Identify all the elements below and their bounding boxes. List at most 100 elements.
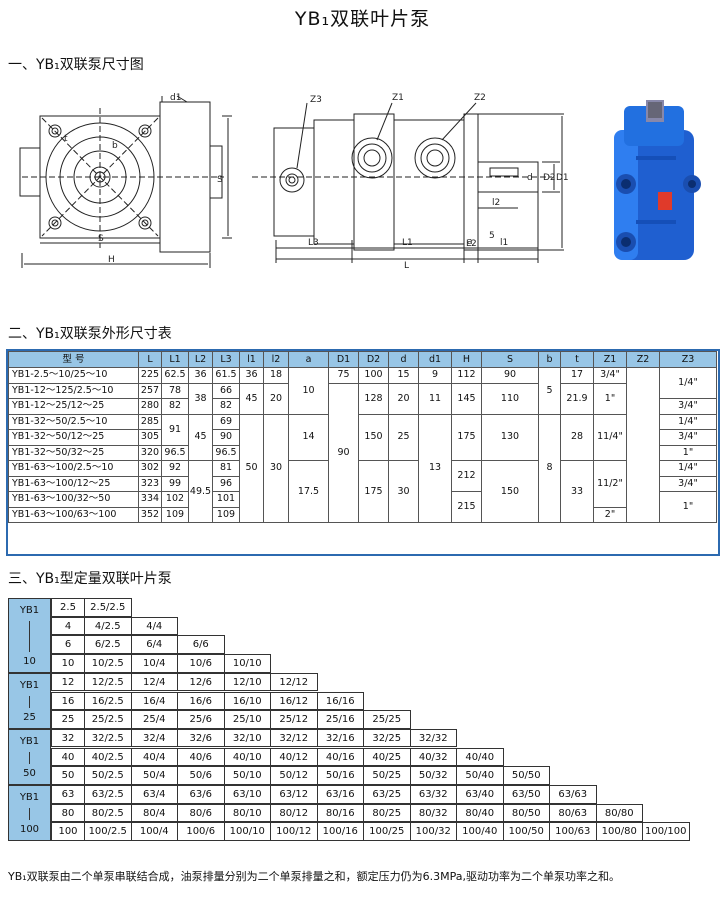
group-divider-line (29, 695, 30, 708)
combo-cell: 25/25 (363, 710, 411, 729)
cell-L1: 91 (161, 413, 189, 446)
combo-cell: 16/6 (177, 691, 225, 710)
table-row: YB1-32～50/2.5～10 285 91 45 69 50 30 14 1… (8, 413, 717, 523)
combo-cell: 16/12 (270, 691, 318, 710)
th-L: L (138, 351, 162, 368)
cell-L2: 49.5 (188, 460, 213, 523)
combo-cell: 32/4 (130, 728, 178, 748)
cell-d1: 9 (418, 367, 452, 384)
group-label: YB1 (19, 605, 40, 616)
model-cell: YB1-63～100/2.5～10 (8, 460, 139, 477)
label-H: H (108, 255, 115, 265)
cell-d: 30 (388, 460, 419, 523)
dimension-table-header: 型 号 L L1 L2 L3 l1 l2 a D1 D2 d d1 H S b … (8, 351, 717, 368)
label-l1: l1 (500, 238, 508, 248)
combo-cell: 100/2.5 (84, 822, 132, 841)
combo-cell: 80/50 (502, 803, 550, 823)
label-5: 5 (489, 231, 495, 241)
cell-Z1: 11/2" (593, 460, 627, 508)
cell-D1: 90 (328, 382, 359, 523)
th-model: 型 号 (8, 351, 139, 368)
combo-cell: 40/2.5 (84, 747, 132, 767)
combo-cell: 63/16 (316, 785, 364, 804)
th-d1: d1 (418, 351, 452, 368)
cell-a: 10 (288, 367, 329, 415)
cell-Z1: 1" (593, 382, 627, 415)
combo-cell: 50/25 (363, 766, 411, 785)
combo-cell: 12/6 (177, 672, 225, 692)
cell-d: 15 (388, 367, 419, 384)
cell-t: 28 (560, 413, 594, 461)
th-H: H (451, 351, 482, 368)
model-cell: YB1-12～25/12～25 (8, 398, 139, 415)
label-l2: l2 (492, 198, 500, 208)
combo-cell: 63/4 (130, 785, 178, 804)
label-Z3: Z3 (310, 95, 322, 105)
cell-t: 33 (560, 460, 594, 523)
dimension-drawing: d1 b t S H S Z3 Z1 Z2 D2 D1 d l2 a 5 l1 … (19, 93, 569, 271)
combo-cell: 100/100 (642, 822, 690, 841)
page-title: YB₁双联叶片泵 (294, 8, 431, 30)
combo-cell: 80/4 (130, 803, 178, 823)
section-heading-dimension-table: 二、YB₁双联泵外形尺寸表 (8, 326, 172, 342)
combo-cell: 63/63 (549, 785, 597, 804)
cell-l2: 20 (263, 382, 289, 415)
cell-Z3: 3/4" (659, 429, 717, 446)
th-Z3: Z3 (659, 351, 717, 368)
group-number: 25 (23, 711, 36, 723)
combo-cell: 16/4 (130, 691, 178, 710)
th-D2: D2 (358, 351, 389, 368)
th-D1: D1 (328, 351, 359, 368)
combo-cell: 100/80 (595, 822, 643, 841)
combo-cell: 100/32 (409, 822, 457, 841)
combo-cell: 40/40 (456, 747, 504, 767)
table-row: YB1-32～50/12～25 305 90 3/4" (8, 429, 717, 446)
cell-L: 302 (138, 460, 162, 477)
combo-first-cell: 80 (51, 803, 85, 823)
combo-cell: 4/2.5 (84, 616, 132, 636)
cell-l2: 18 (263, 367, 289, 384)
cell-L1: 99 (161, 475, 189, 492)
label-Z2: Z2 (474, 93, 486, 103)
combo-cell: 10/4 (130, 654, 178, 673)
combo-cell: 25/4 (130, 710, 178, 729)
cell-D1: 75 (328, 367, 359, 384)
table-row: YB1-63～100/63～100 352 109 109 2" (8, 506, 717, 523)
th-b: b (538, 351, 561, 368)
combo-cell: 6/4 (130, 635, 178, 654)
cell-L3: 81 (212, 460, 240, 477)
combo-cell: 100/12 (270, 822, 318, 841)
combo-cell: 63/6 (177, 785, 225, 804)
cell-L1: 96.5 (161, 444, 189, 461)
cell-L1: 92 (161, 460, 189, 477)
combo-cell: 25/6 (177, 710, 225, 729)
label-Z1: Z1 (392, 93, 404, 103)
combo-cell: 50/10 (223, 766, 271, 785)
combo-cell: 2.5/2.5 (84, 598, 132, 617)
combo-first-cell: 16 (51, 691, 85, 710)
combo-cell: 63/40 (456, 785, 504, 804)
th-L1: L1 (161, 351, 189, 368)
model-cell: YB1-32～50/12～25 (8, 429, 139, 446)
cell-S: 90 (481, 367, 539, 384)
group-divider-line (29, 621, 30, 652)
cell-D2: 100 (358, 367, 389, 384)
cell-L2: 38 (188, 382, 213, 415)
combo-cell: 80/12 (270, 803, 318, 823)
cell-S: 130 (481, 413, 539, 461)
combo-cell: 63/25 (363, 785, 411, 804)
combo-cell: 32/32 (409, 728, 457, 748)
combo-cell: 63/12 (270, 785, 318, 804)
model-cell: YB1-2.5～10/25～10 (8, 367, 139, 384)
cell-H: 215 (451, 491, 482, 523)
combo-cell: 16/16 (316, 691, 364, 710)
combo-cell: 12/2.5 (84, 672, 132, 692)
cell-b: 8 (538, 413, 561, 523)
combo-cell: 80/63 (549, 803, 597, 823)
combo-cell: 32/12 (270, 728, 318, 748)
group-divider-line (29, 751, 30, 764)
cell-l2: 30 (263, 413, 289, 523)
cell-S: 110 (481, 382, 539, 415)
combo-cell: 63/50 (502, 785, 550, 804)
